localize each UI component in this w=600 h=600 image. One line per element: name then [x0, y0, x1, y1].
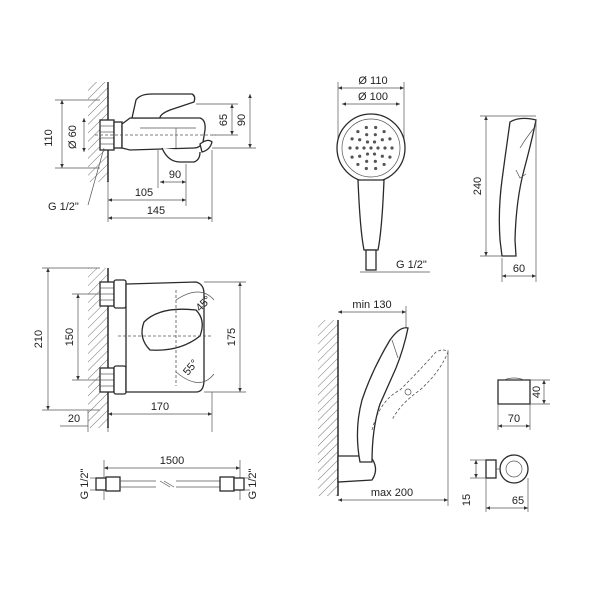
nozzle	[364, 125, 368, 130]
nozzle	[348, 146, 352, 150]
dim-90-horizontal: 90	[169, 169, 181, 181]
shower-in-holder	[356, 327, 409, 463]
dim-max-200: max 200	[371, 487, 413, 499]
nozzle	[383, 146, 387, 150]
thread-label: G 1/2"	[48, 201, 79, 213]
nozzle	[358, 138, 362, 142]
nozzle	[390, 146, 394, 150]
nozzle	[356, 162, 360, 167]
dim-d100: Ø 100	[358, 91, 388, 103]
hose-thread-left: G 1/2"	[79, 469, 91, 500]
spout	[161, 147, 201, 163]
bracket-side-base	[485, 459, 497, 479]
hose-end-right	[233, 477, 245, 491]
nozzle	[362, 146, 366, 150]
nozzle	[382, 162, 386, 167]
nozzle	[364, 166, 368, 171]
bracket-side-view: 15 65	[461, 454, 529, 512]
dim-110: 110	[43, 129, 55, 147]
shower-head-side-view: 240 60	[472, 115, 537, 282]
nozzle	[388, 137, 392, 141]
nozzle	[373, 159, 377, 163]
nozzle	[374, 125, 378, 130]
dim-150: 150	[64, 328, 76, 346]
hose-end-left	[95, 477, 107, 491]
nozzle	[380, 138, 384, 142]
dim-20: 20	[68, 413, 80, 425]
diverter	[199, 139, 213, 153]
dim-15: 15	[461, 494, 473, 506]
wall-hatch-holder	[318, 320, 338, 496]
head-thread-label: G 1/2"	[396, 259, 427, 271]
nozzle	[382, 129, 386, 134]
dim-60-side: 60	[513, 263, 525, 275]
dim-175: 175	[226, 328, 238, 346]
lower-connector	[99, 365, 127, 395]
wall-hatch	[88, 82, 108, 182]
nozzle	[373, 133, 377, 137]
hose-thread-right: G 1/2"	[247, 469, 259, 500]
hose-view: 1500 G 1/2" G 1/2"	[79, 455, 259, 500]
nozzle-pattern	[348, 125, 394, 171]
nozzle	[369, 146, 373, 150]
nozzle	[356, 129, 360, 134]
nozzle	[350, 155, 354, 159]
dim-d110: Ø 110	[358, 75, 387, 87]
dim-145: 145	[147, 205, 165, 217]
dim-90-vertical: 90	[236, 114, 248, 126]
hose-length: 1500	[160, 455, 184, 467]
dim-d60: Ø 60	[67, 125, 79, 149]
dim-65: 65	[218, 114, 230, 126]
nozzle	[355, 146, 359, 150]
dim-170: 170	[151, 401, 169, 413]
bracket-front-view: 40 70	[497, 377, 550, 430]
tap-side-view: 110 Ø 60 65 90 90 105 145 G 1/2"	[43, 82, 256, 222]
lever-handle	[131, 93, 196, 119]
upper-connector	[99, 279, 127, 309]
shower-handle	[357, 179, 385, 251]
handle-connector	[365, 249, 377, 271]
dim-240: 240	[472, 177, 484, 195]
nozzle	[380, 154, 384, 158]
nozzle	[365, 152, 370, 156]
nozzle	[374, 166, 378, 171]
nozzle	[388, 155, 392, 159]
nozzle	[365, 159, 369, 163]
nozzle	[372, 152, 377, 156]
nozzle	[376, 146, 380, 150]
dim-105: 105	[135, 187, 153, 199]
shower-head-front-view: Ø 110 Ø 100 G 1/2"	[336, 75, 430, 273]
nozzle	[365, 140, 370, 144]
dim-70: 70	[508, 413, 520, 425]
dim-40: 40	[531, 386, 543, 398]
tap-front-view: 45° 55° 210 150 175 20 170	[33, 267, 246, 432]
dim-min-130: min 130	[352, 299, 391, 311]
side-profile	[498, 117, 537, 257]
nozzle	[365, 133, 369, 137]
dim-210: 210	[33, 330, 45, 348]
nozzle	[372, 140, 377, 144]
tap-body	[121, 117, 206, 151]
bracket-front	[497, 379, 531, 405]
holder-assembly-view: min 130 max 200	[318, 299, 449, 506]
dim-65-bracket: 65	[512, 495, 524, 507]
nozzle	[358, 154, 362, 158]
bracket-side-cup	[499, 454, 529, 484]
nozzle	[350, 137, 354, 141]
